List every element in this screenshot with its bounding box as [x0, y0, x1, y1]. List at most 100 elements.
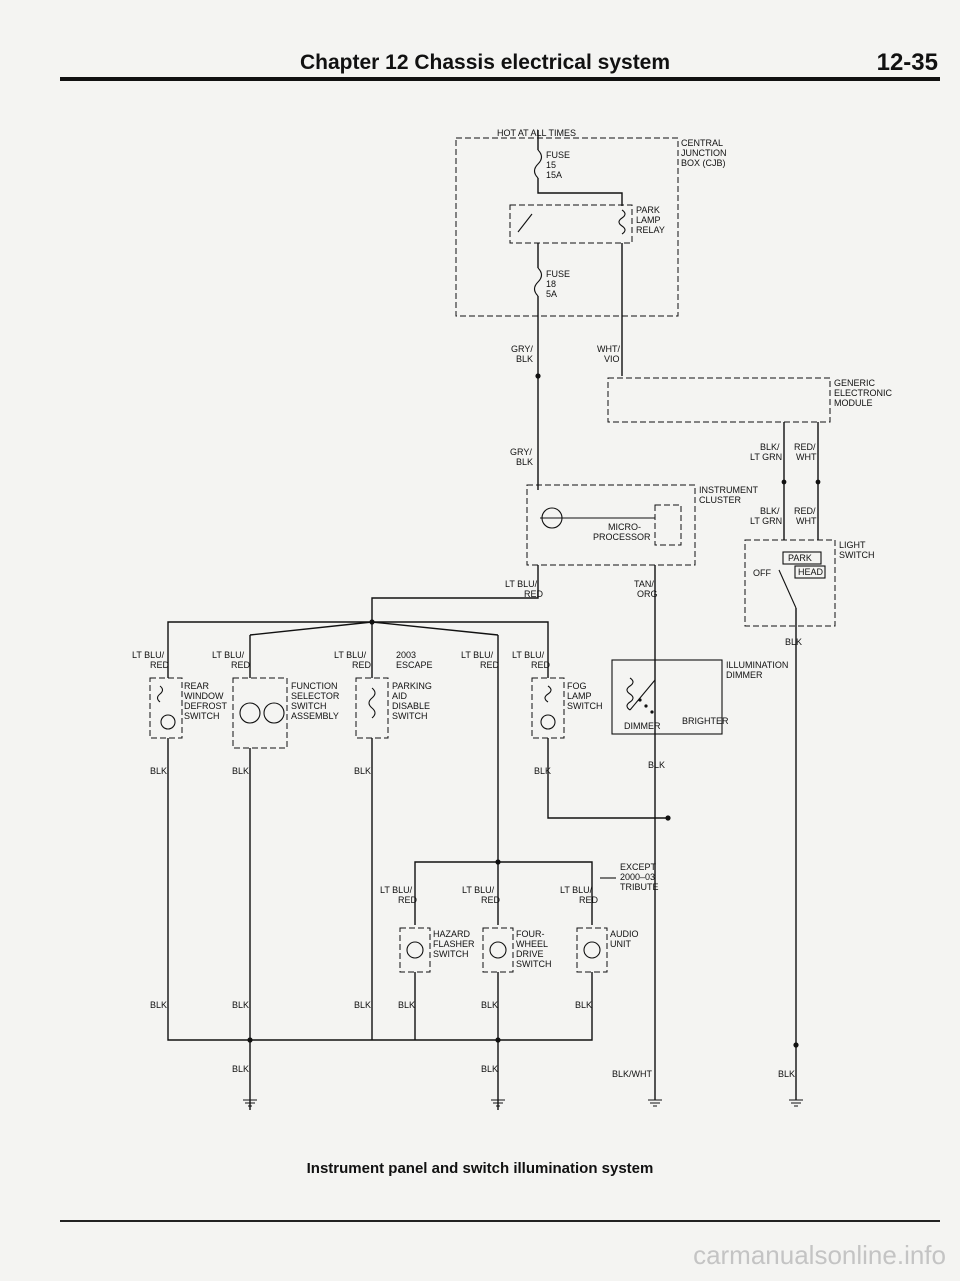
dim-rheostat — [626, 677, 634, 711]
relay-label-2: LAMP — [636, 215, 661, 225]
blk-bot-3: BLK/WHT — [612, 1069, 653, 1079]
fuse18-label-1: FUSE — [546, 269, 570, 279]
audio-bulb — [583, 941, 601, 959]
blk-bot-1: BLK — [232, 1064, 249, 1074]
wht-vio-l1: WHT/ — [597, 344, 620, 354]
escape-l1: 2003 — [396, 650, 416, 660]
micro-l1: MICRO- — [608, 522, 641, 532]
ltblu4-l1: LT BLU/ — [461, 650, 494, 660]
blk-r2-6: BLK — [575, 1000, 592, 1010]
page-header-title: Chapter 12 Chassis electrical system — [300, 51, 671, 74]
pa-lamp — [368, 687, 376, 719]
fuse-15-symbol — [533, 149, 543, 179]
blk-ltgrn1-l1: BLK/ — [760, 442, 780, 452]
park-relay-box — [509, 204, 633, 244]
ls-l1: LIGHT — [839, 540, 866, 550]
ltblu2-l1: LT BLU/ — [212, 650, 245, 660]
relay-contact — [517, 213, 533, 233]
fuse-18-symbol — [533, 267, 543, 297]
dim-l2: DIMMER — [726, 670, 763, 680]
ls-l2: SWITCH — [839, 550, 875, 560]
ltblu1-l2: RED — [150, 660, 170, 670]
rw-l1: REAR — [184, 681, 210, 691]
blk-r2-5: BLK — [481, 1000, 498, 1010]
wire-fog-ground — [547, 738, 668, 819]
blk-ltgrn2-l2: LT GRN — [750, 516, 782, 526]
splice-1 — [535, 373, 541, 379]
pa-l1: PARKING — [392, 681, 432, 691]
dim-dot-b — [644, 704, 648, 708]
fs-bulb-1 — [239, 702, 261, 724]
ltblu-ic-l1: LT BLU/ — [505, 579, 538, 589]
watermark: carmanualsonline.info — [693, 1240, 946, 1270]
blk-r1-1: BLK — [150, 766, 167, 776]
fog-l2: LAMP — [567, 691, 592, 701]
ground-icon — [648, 1099, 662, 1107]
fuse15-label-2: 15 — [546, 160, 556, 170]
ltblu8-l1: LT BLU/ — [560, 885, 593, 895]
rw-l4: SWITCH — [184, 711, 220, 721]
ltblu4-l2: RED — [480, 660, 500, 670]
hz-l3: SWITCH — [433, 949, 469, 959]
wire-relay-feed — [537, 178, 623, 206]
rear-window-box — [149, 677, 183, 739]
ltblu8-l2: RED — [579, 895, 599, 905]
gry-blk1-l2: BLK — [516, 354, 533, 364]
header-rule — [60, 77, 940, 81]
gem-box — [607, 377, 831, 423]
blk-r1-2: BLK — [232, 766, 249, 776]
fog-bulb — [540, 714, 556, 730]
ic-l1: INSTRUMENT — [699, 485, 758, 495]
tan-org-l2: ORG — [637, 589, 658, 599]
ground-icon — [243, 1099, 257, 1107]
fs-l1: FUNCTION — [291, 681, 338, 691]
hz-l2: FLASHER — [433, 939, 475, 949]
micro-l2: PROCESSOR — [593, 532, 651, 542]
hazard-box — [399, 927, 431, 973]
blk-r2-3: BLK — [354, 1000, 371, 1010]
au-l1: AUDIO — [610, 929, 639, 939]
bus-upper — [167, 621, 549, 640]
blk-ltgrn1-l2: LT GRN — [750, 452, 782, 462]
rw-l2: WINDOW — [184, 691, 224, 701]
relay-label-3: RELAY — [636, 225, 665, 235]
fuse18-label-2: 18 — [546, 279, 556, 289]
fog-lamp-symbol — [544, 685, 552, 703]
fuse15-label-3: 15A — [546, 170, 562, 180]
blk-bot-2: BLK — [481, 1064, 498, 1074]
except-l2: 2000–03 — [620, 872, 655, 882]
dim-wiper — [629, 679, 656, 711]
ltblu5-l2: RED — [531, 660, 551, 670]
fuse15-label-1: FUSE — [546, 150, 570, 160]
4wd-bulb — [489, 941, 507, 959]
relay-label-1: PARK — [636, 205, 660, 215]
red-wht2-l1: RED/ — [794, 506, 816, 516]
fs-l4: ASSEMBLY — [291, 711, 339, 721]
splice-ground-b — [495, 1037, 501, 1043]
blk-r2-4: BLK — [398, 1000, 415, 1010]
blk-bot-4: BLK — [778, 1069, 795, 1079]
gry-blk1-l1: GRY/ — [511, 344, 533, 354]
splice-gem-b — [815, 479, 821, 485]
4wd-l3: DRIVE — [516, 949, 544, 959]
hot-label: HOT AT ALL TIMES — [497, 128, 576, 138]
micro-box — [654, 504, 682, 546]
wire-ltblu-red-main — [371, 565, 539, 620]
cjb-label-1: CENTRAL — [681, 138, 723, 148]
dim-dot-a — [638, 698, 642, 702]
fs-l2: SELECTOR — [291, 691, 340, 701]
ltblu6-l1: LT BLU/ — [380, 885, 413, 895]
figure-caption: Instrument panel and switch illumination… — [306, 1160, 654, 1177]
page-number: 12-35 — [876, 49, 938, 76]
ground-icon — [491, 1099, 505, 1107]
ltblu1-l1: LT BLU/ — [132, 650, 165, 660]
gry-blk2-l2: BLK — [516, 457, 533, 467]
function-selector-box — [232, 677, 288, 749]
dim-dimmer: DIMMER — [624, 721, 661, 731]
ls-blk: BLK — [785, 637, 802, 647]
fuse18-label-3: 5A — [546, 289, 557, 299]
dim-brighter: BRIGHTER — [682, 716, 729, 726]
ltblu5-l1: LT BLU/ — [512, 650, 545, 660]
dim-dot-c — [650, 710, 654, 714]
